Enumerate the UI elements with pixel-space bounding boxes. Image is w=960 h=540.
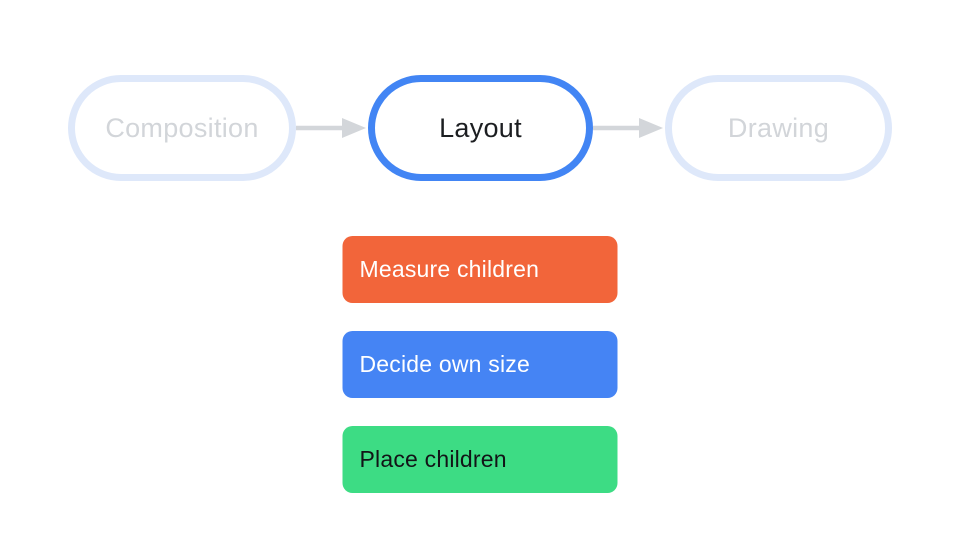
pipeline-stepper: Composition Layout Drawing bbox=[0, 75, 960, 181]
step-drawing-label: Drawing bbox=[727, 112, 830, 143]
arrow-right-icon bbox=[296, 118, 366, 138]
card-decide-own-size: Decide own size bbox=[342, 331, 618, 398]
card-place-children: Place children bbox=[342, 426, 618, 493]
card-measure-children-label: Measure children bbox=[359, 256, 540, 282]
layout-phase-cards: Measure children Decide own size Place c… bbox=[342, 236, 618, 493]
card-decide-own-size-label: Decide own size bbox=[359, 351, 530, 377]
step-composition: Composition bbox=[68, 75, 296, 181]
step-layout: Layout bbox=[368, 75, 593, 181]
arrow-right-icon bbox=[593, 118, 663, 138]
step-layout-label: Layout bbox=[439, 112, 522, 143]
step-drawing: Drawing bbox=[665, 75, 892, 181]
card-measure-children: Measure children bbox=[342, 236, 618, 303]
card-place-children-label: Place children bbox=[359, 446, 507, 472]
step-composition-label: Composition bbox=[105, 112, 259, 143]
